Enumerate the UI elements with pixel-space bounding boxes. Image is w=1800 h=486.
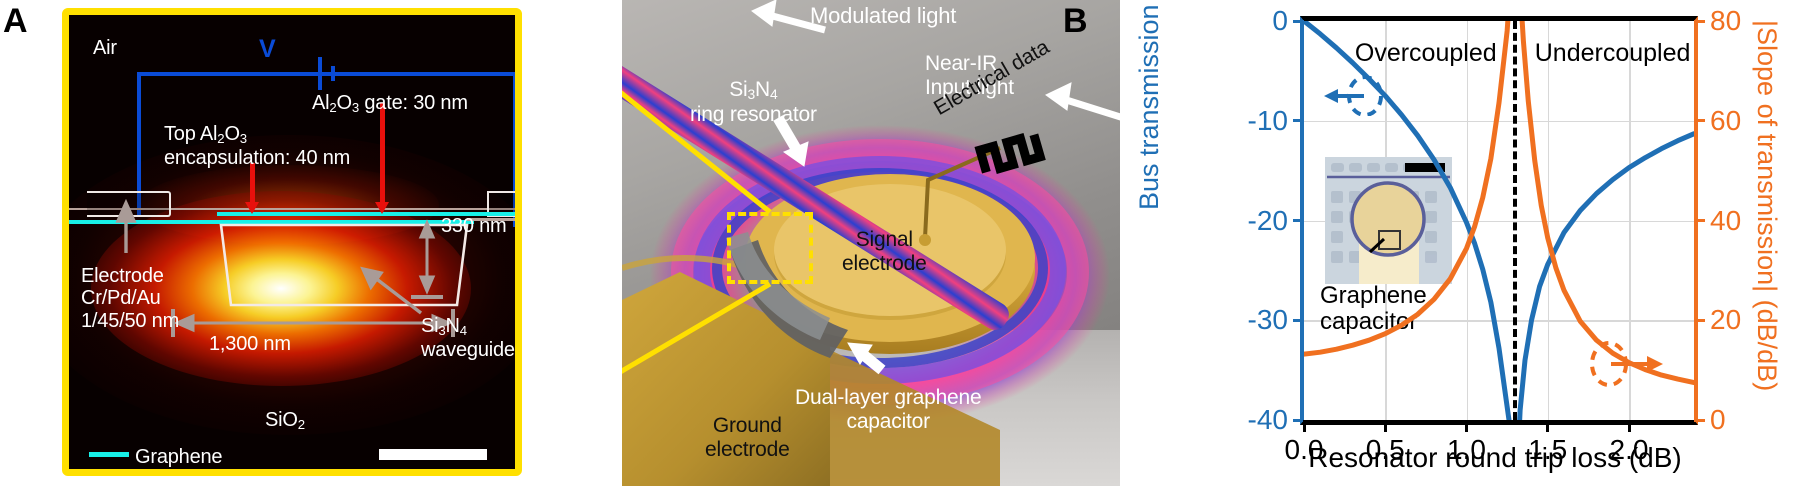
panel-b-artwork: [622, 0, 1120, 486]
x-axis-tick-label: 0.0: [1284, 434, 1324, 465]
label-air: Air: [93, 37, 117, 59]
alumina-gate-layer: [467, 218, 515, 221]
critical-coupling-line: [1513, 21, 1518, 420]
micrograph-art: [1325, 157, 1452, 284]
region-label-undercoupled: Undercoupled: [1534, 39, 1691, 67]
y-axis-left-tick: [1293, 219, 1304, 222]
y-axis-right-title: |Slope of transmission| (dB/dB): [1752, 20, 1782, 392]
x-axis-tick: [1465, 420, 1468, 432]
grid-line-horizontal: [1304, 120, 1694, 123]
label-waveguide-width: 1,300 nm: [209, 333, 291, 355]
chart-plot-area: 0 -10 -20 -30 -40 0 20 40 60 80 0.0 0.5 1.0 1.5 2.0 Ov…: [1248, 5, 1742, 465]
x-axis-tick: [1383, 420, 1387, 432]
chart-series-layer: [1304, 21, 1694, 420]
y-axis-left-title: Bus transmission (dB): [1134, 0, 1164, 210]
grid-line-horizontal: [1304, 220, 1694, 222]
y-axis-right-tick: [1694, 418, 1705, 422]
right-axis-direction-arrow: [1590, 341, 1663, 387]
graphene-legend-swatch: [89, 452, 129, 457]
y-axis-left-tick-label: 0: [1272, 5, 1288, 36]
y-axis-left-tick-label: -30: [1247, 304, 1288, 336]
graphene-layer-bottom: [69, 220, 474, 224]
y-axis-right-tick-label: 60: [1710, 104, 1742, 136]
y-axis-left-tick-label: -40: [1247, 404, 1288, 435]
label-modulated-light: Modulated light: [810, 3, 957, 28]
x-axis-tick-label: 0.5: [1365, 434, 1405, 465]
alumina-encapsulation-layer: [69, 208, 515, 210]
y-axis-right-tick-label: 20: [1710, 304, 1742, 336]
y-axis-left-tick: [1293, 119, 1304, 123]
waveguide-outline-svg: [115, 198, 469, 337]
grid-line-vertical: [1547, 21, 1550, 420]
panel-a: A: [0, 0, 530, 486]
label-waveguide-thickness: 330 nm: [441, 215, 507, 237]
y-axis-right-tick: [1694, 219, 1705, 222]
scale-bar: [379, 449, 487, 460]
x-axis-title: Resonator round trip loss (dB): [1308, 442, 1682, 473]
x-axis-tick-label: 1.5: [1528, 434, 1568, 465]
y-axis-right-tick-label: 40: [1710, 204, 1742, 236]
label-graphene-legend: Graphene: [135, 446, 223, 468]
bias-circuit-wire-top: [137, 72, 515, 76]
label-alumina-gate: Al2O3 gate: 30 nm: [312, 92, 468, 115]
y-axis-right-tick: [1694, 119, 1705, 123]
graphene-layer-top: [217, 212, 515, 216]
label-substrate: SiO2: [265, 409, 305, 432]
panel-a-letter: A: [3, 2, 28, 40]
region-label-overcoupled: Overcoupled: [1354, 39, 1497, 67]
series-bus-transmission: [1304, 21, 1694, 420]
y-axis-left-tick-label: -20: [1247, 204, 1288, 236]
zoom-region-dashed-box: [727, 212, 813, 284]
y-axis-left-tick: [1293, 19, 1304, 23]
y-axis-left-tick: [1293, 418, 1304, 422]
gate-pointer-arrow: [375, 103, 389, 214]
series-slope-of-transmission: [1304, 21, 1694, 386]
grid-line-horizontal: [1304, 320, 1694, 322]
x-axis-tick-label: 2.0: [1609, 434, 1649, 465]
bias-circuit-wire-left: [137, 72, 141, 215]
battery-symbol-long-plate: [318, 57, 322, 90]
bias-circuit-wire-right: [513, 72, 515, 227]
x-axis-tick-label: 1.0: [1447, 434, 1486, 465]
encapsulation-pointer-arrow: [245, 163, 259, 214]
grid-line-vertical: [1629, 21, 1631, 420]
panel-b: B: [530, 0, 1120, 486]
y-axis-right-tick: [1694, 19, 1705, 23]
y-axis-right-tick-label: 80: [1710, 5, 1742, 36]
y-axis-left-tick-label: -10: [1247, 104, 1288, 136]
label-voltage: V: [259, 35, 276, 63]
panel-b-letter: B: [1063, 2, 1088, 40]
x-axis-tick: [1627, 420, 1631, 432]
y-axis-left-tick: [1293, 318, 1304, 322]
y-axis-right-tick-label: 0: [1710, 404, 1726, 435]
x-axis-tick: [1546, 420, 1550, 432]
left-axis-direction-arrow: [1324, 76, 1383, 116]
x-axis-tick: [1302, 420, 1306, 432]
y-axis-right-tick: [1694, 318, 1705, 322]
device-micrograph-inset: [1325, 157, 1452, 284]
panel-c: C Bus transmission (dB) |Slope of transm…: [1120, 0, 1800, 486]
battery-symbol-short-plate: [331, 66, 335, 81]
inset-caption: Graphene capacitor: [1320, 282, 1427, 335]
